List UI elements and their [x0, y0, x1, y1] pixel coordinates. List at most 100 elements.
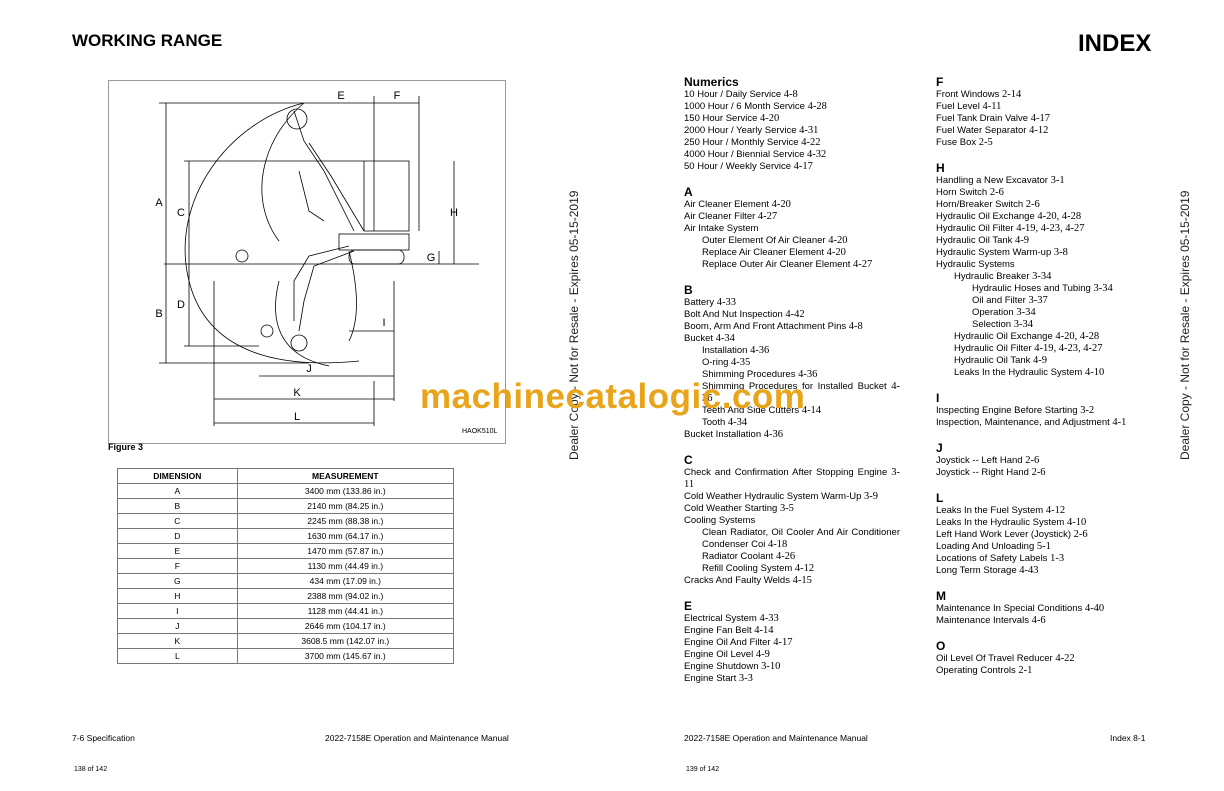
index-entry[interactable]: Hydraulic Oil Tank 4-9: [936, 235, 1166, 247]
index-entry[interactable]: Replace Air Cleaner Element 4-20: [684, 247, 900, 259]
index-entry-page[interactable]: 2-6: [1073, 529, 1088, 540]
index-entry[interactable]: Air Cleaner Element 4-20: [684, 199, 900, 211]
index-entry-page[interactable]: 4-14: [801, 405, 822, 416]
index-entry[interactable]: Bucket Installation 4-36: [684, 429, 900, 441]
index-entry[interactable]: Fuse Box 2-5: [936, 137, 1166, 149]
index-entry[interactable]: 1000 Hour / 6 Month Service 4-28: [684, 101, 900, 113]
index-entry[interactable]: 150 Hour Service 4-20: [684, 113, 900, 125]
index-entry-page[interactable]: 4-20: [826, 247, 846, 258]
index-entry-page[interactable]: 4-1: [1112, 417, 1127, 428]
index-entry[interactable]: Outer Element Of Air Cleaner 4-20: [684, 235, 900, 247]
index-entry[interactable]: Hydraulic Oil Tank 4-9: [936, 355, 1166, 367]
index-entry-page[interactable]: 4-36: [798, 369, 818, 380]
index-entry-page[interactable]: 4-10: [1066, 517, 1087, 528]
index-entry[interactable]: Fuel Level 4-11: [936, 101, 1166, 113]
index-entry-page[interactable]: 4-8: [783, 89, 798, 100]
index-entry[interactable]: Hydraulic Oil Filter 4-19, 4-23, 4-27: [936, 223, 1166, 235]
index-entry[interactable]: Cooling Systems: [684, 515, 900, 527]
index-entry-page[interactable]: 4-10: [1084, 367, 1105, 378]
index-entry-page[interactable]: 3-1: [1050, 175, 1065, 186]
index-entry-page[interactable]: 4-26: [775, 551, 796, 562]
index-entry[interactable]: Clean Radiator, Oil Cooler And Air Condi…: [684, 527, 900, 551]
index-entry[interactable]: Installation 4-36: [684, 345, 900, 357]
index-entry[interactable]: Engine Start 3-3: [684, 673, 900, 685]
index-entry[interactable]: Fuel Tank Drain Valve 4-17: [936, 113, 1166, 125]
index-entry[interactable]: Handling a New Excavator 3-1: [936, 175, 1166, 187]
index-entry-page[interactable]: 4-17: [1030, 113, 1050, 124]
index-entry-page[interactable]: 4-34: [727, 417, 748, 428]
index-entry-page[interactable]: 4-40: [1084, 603, 1105, 614]
index-entry-page[interactable]: 3-34: [1032, 271, 1052, 282]
index-entry[interactable]: Hydraulic Oil Filter 4-19, 4-23, 4-27: [936, 343, 1166, 355]
index-entry-page[interactable]: 4-31: [799, 125, 819, 136]
index-entry[interactable]: 10 Hour / Daily Service 4-8: [684, 89, 900, 101]
index-entry[interactable]: Inspection, Maintenance, and Adjustment …: [936, 417, 1166, 429]
index-entry[interactable]: Shimming Procedures 4-36: [684, 369, 900, 381]
index-entry[interactable]: Hydraulic Hoses and Tubing 3-34: [936, 283, 1166, 295]
index-entry[interactable]: Engine Oil And Filter 4-17: [684, 637, 900, 649]
index-entry-page[interactable]: 4-9: [1015, 235, 1030, 246]
index-entry[interactable]: Shimming Procedures for Installed Bucket…: [684, 381, 900, 405]
index-entry-page[interactable]: 4-20: [771, 199, 791, 210]
index-entry-page[interactable]: 4-33: [716, 297, 736, 308]
index-entry[interactable]: Horn/Breaker Switch 2-6: [936, 199, 1166, 211]
index-entry-page[interactable]: 4-11: [982, 101, 1002, 112]
index-entry-page[interactable]: 2-1: [1018, 665, 1033, 676]
index-entry-page[interactable]: 5-1: [1036, 541, 1051, 552]
index-entry-page[interactable]: 4-22: [1055, 653, 1075, 664]
index-entry-page[interactable]: 3-5: [779, 503, 794, 514]
index-entry[interactable]: 2000 Hour / Yearly Service 4-31: [684, 125, 900, 137]
index-entry-page[interactable]: 4-6: [1031, 615, 1046, 626]
index-entry-page[interactable]: 4-28: [807, 101, 827, 112]
index-entry-page[interactable]: 2-14: [1002, 89, 1022, 100]
index-entry[interactable]: Selection 3-34: [936, 319, 1166, 331]
index-entry[interactable]: Joystick -- Right Hand 2-6: [936, 467, 1166, 479]
index-entry[interactable]: Cold Weather Starting 3-5: [684, 503, 900, 515]
index-entry[interactable]: Hydraulic Oil Exchange 4-20, 4-28: [936, 211, 1166, 223]
index-entry-page[interactable]: 4-12: [1029, 125, 1049, 136]
index-entry[interactable]: Hydraulic System Warm-up 3-8: [936, 247, 1166, 259]
index-entry[interactable]: Hydraulic Oil Exchange 4-20, 4-28: [936, 331, 1166, 343]
index-entry-page[interactable]: 2-6: [1031, 467, 1046, 478]
index-entry[interactable]: Refill Cooling System 4-12: [684, 563, 900, 575]
index-entry[interactable]: Maintenance In Special Conditions 4-40: [936, 603, 1166, 615]
index-entry[interactable]: Inspecting Engine Before Starting 3-2: [936, 405, 1166, 417]
index-entry[interactable]: Cracks And Faulty Welds 4-15: [684, 575, 900, 587]
index-entry-page[interactable]: 4-27: [853, 259, 873, 270]
index-entry-page[interactable]: 4-35: [731, 357, 751, 368]
index-entry-page[interactable]: 3-37: [1028, 295, 1048, 306]
index-entry[interactable]: Joystick -- Left Hand 2-6: [936, 455, 1166, 467]
index-entry-page[interactable]: 3-11: [684, 467, 900, 490]
index-entry-page[interactable]: 4-20, 4-28: [1037, 211, 1082, 222]
index-entry[interactable]: Battery 4-33: [684, 297, 900, 309]
index-entry[interactable]: Loading And Unloading 5-1: [936, 541, 1166, 553]
index-entry[interactable]: Engine Oil Level 4-9: [684, 649, 900, 661]
index-entry-page[interactable]: 4-12: [794, 563, 815, 574]
index-entry-page[interactable]: 2-6: [989, 187, 1004, 198]
index-entry[interactable]: Long Term Storage 4-43: [936, 565, 1166, 577]
index-entry-page[interactable]: 4-36: [763, 429, 783, 440]
index-entry-page[interactable]: 3-9: [864, 491, 879, 502]
index-entry-page[interactable]: 4-19, 4-23, 4-27: [1034, 343, 1103, 354]
index-entry[interactable]: Radiator Coolant 4-26: [684, 551, 900, 563]
index-entry-page[interactable]: 4-36: [750, 345, 770, 356]
index-entry-page[interactable]: 3-8: [1053, 247, 1068, 258]
index-entry-page[interactable]: 3-2: [1080, 405, 1095, 416]
index-entry[interactable]: 4000 Hour / Biennial Service 4-32: [684, 149, 900, 161]
index-entry[interactable]: Hydraulic Breaker 3-34: [936, 271, 1166, 283]
index-entry-page[interactable]: 3-34: [1013, 319, 1033, 330]
index-entry-page[interactable]: 4-19, 4-23, 4-27: [1016, 223, 1085, 234]
index-entry[interactable]: Operating Controls 2-1: [936, 665, 1166, 677]
index-entry[interactable]: Fuel Water Separator 4-12: [936, 125, 1166, 137]
index-entry[interactable]: 50 Hour / Weekly Service 4-17: [684, 161, 900, 173]
index-entry-page[interactable]: 4-8: [848, 321, 863, 332]
index-entry-page[interactable]: 4-43: [1019, 565, 1039, 576]
index-entry[interactable]: Leaks In the Hydraulic System 4-10: [936, 517, 1166, 529]
index-entry-page[interactable]: 1-3: [1050, 553, 1065, 564]
index-entry-page[interactable]: 4-20: [760, 113, 780, 124]
index-entry[interactable]: Maintenance Intervals 4-6: [936, 615, 1166, 627]
index-entry-page[interactable]: 3-34: [1093, 283, 1113, 294]
index-entry-page[interactable]: 4-33: [759, 613, 779, 624]
index-entry[interactable]: Leaks In the Hydraulic System 4-10: [936, 367, 1166, 379]
index-entry[interactable]: Cold Weather Hydraulic System Warm-Up 3-…: [684, 491, 900, 503]
